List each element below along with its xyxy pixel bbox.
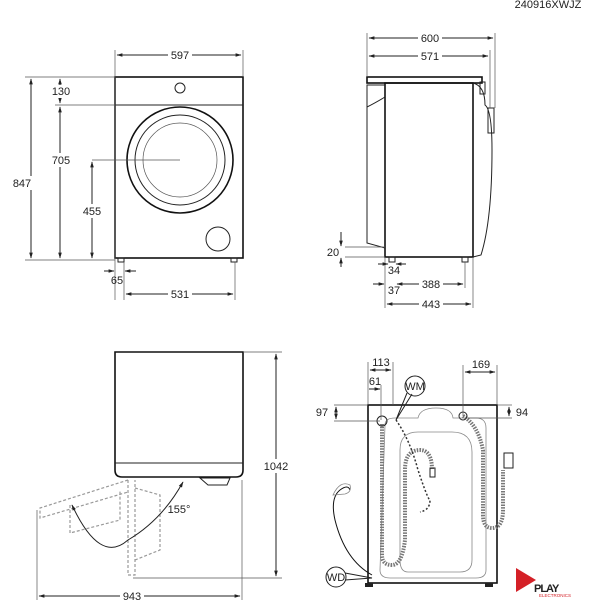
front-view: 597 847 130 705 455 65 531: [13, 48, 244, 301]
logo-play-icon: [516, 568, 536, 592]
dim-foot-width: 34: [388, 265, 400, 277]
callout-wd: [325, 566, 347, 588]
program-knob: [174, 82, 186, 94]
dim-foot-height: 20: [327, 247, 339, 259]
logo-text: PLAY: [534, 583, 560, 595]
top-view: 155° 1042 943: [36, 351, 292, 600]
dim-height-to-panel: 705: [52, 155, 70, 167]
machine-rear-body: [367, 404, 498, 584]
dim-depth-total: 600: [421, 33, 439, 45]
machine-top-body: [114, 351, 244, 478]
logo-subtext: ELECTRONICS: [539, 593, 571, 598]
dim-width-door-open: 943: [123, 591, 141, 600]
dim-inlet-offset-x: 113: [372, 357, 390, 369]
rear-view: 113 61 169 97 94 WM WD: [316, 357, 528, 588]
inlet-hose: [461, 414, 505, 531]
callout-wm: [404, 375, 426, 397]
dim-power-offset-y: 94: [516, 407, 528, 419]
dim-drain-offset-x: 61: [369, 376, 381, 388]
door-profile: [472, 82, 493, 258]
dim-drain-offset-y: 97: [316, 407, 328, 419]
dim-door-center-height: 455: [83, 206, 101, 218]
power-cable: [332, 486, 373, 576]
door-angle: 155°: [168, 504, 191, 516]
dim-depth-door-open: 1042: [264, 461, 288, 473]
drawing-code: 240916XWJZ: [515, 0, 582, 11]
dim-width: 597: [171, 50, 189, 62]
play-electronics-logo: PLAY ELECTRONICS: [516, 568, 571, 598]
machine-front-body: [114, 76, 244, 259]
machine-side-body: [384, 82, 474, 258]
dim-feet-spacing: 531: [171, 289, 189, 301]
dim-body-to-front-foot: 443: [422, 299, 440, 311]
dim-foot-offset: 65: [111, 275, 123, 287]
drain-hose: [380, 424, 434, 568]
dim-rear-foot-offset: 37: [388, 285, 400, 297]
dim-power-offset-x: 169: [472, 359, 490, 371]
water-inlet-path: [395, 419, 431, 513]
dim-depth-body: 571: [421, 51, 439, 63]
dim-total-height: 847: [13, 178, 31, 190]
dim-panel-height: 130: [52, 86, 70, 98]
door-swing-arc: [71, 481, 184, 548]
dim-feet-spacing-side: 388: [422, 279, 440, 291]
side-view: 600 571 20 34 37 388 443: [327, 31, 496, 311]
label-water-drain: WD: [327, 572, 345, 584]
label-water-main: WM: [405, 381, 425, 393]
open-door-position: [39, 479, 129, 519]
filter-cover: [205, 226, 231, 252]
